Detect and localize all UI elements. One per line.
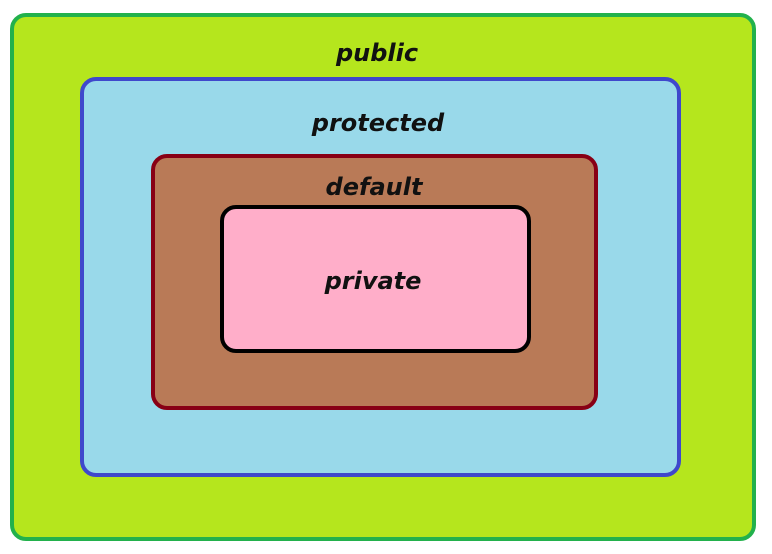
protected-label: protected <box>311 109 445 137</box>
private-label: private <box>324 267 422 295</box>
default-label: default <box>325 173 423 201</box>
private-scope-box <box>220 205 531 353</box>
public-label: public <box>335 39 419 67</box>
